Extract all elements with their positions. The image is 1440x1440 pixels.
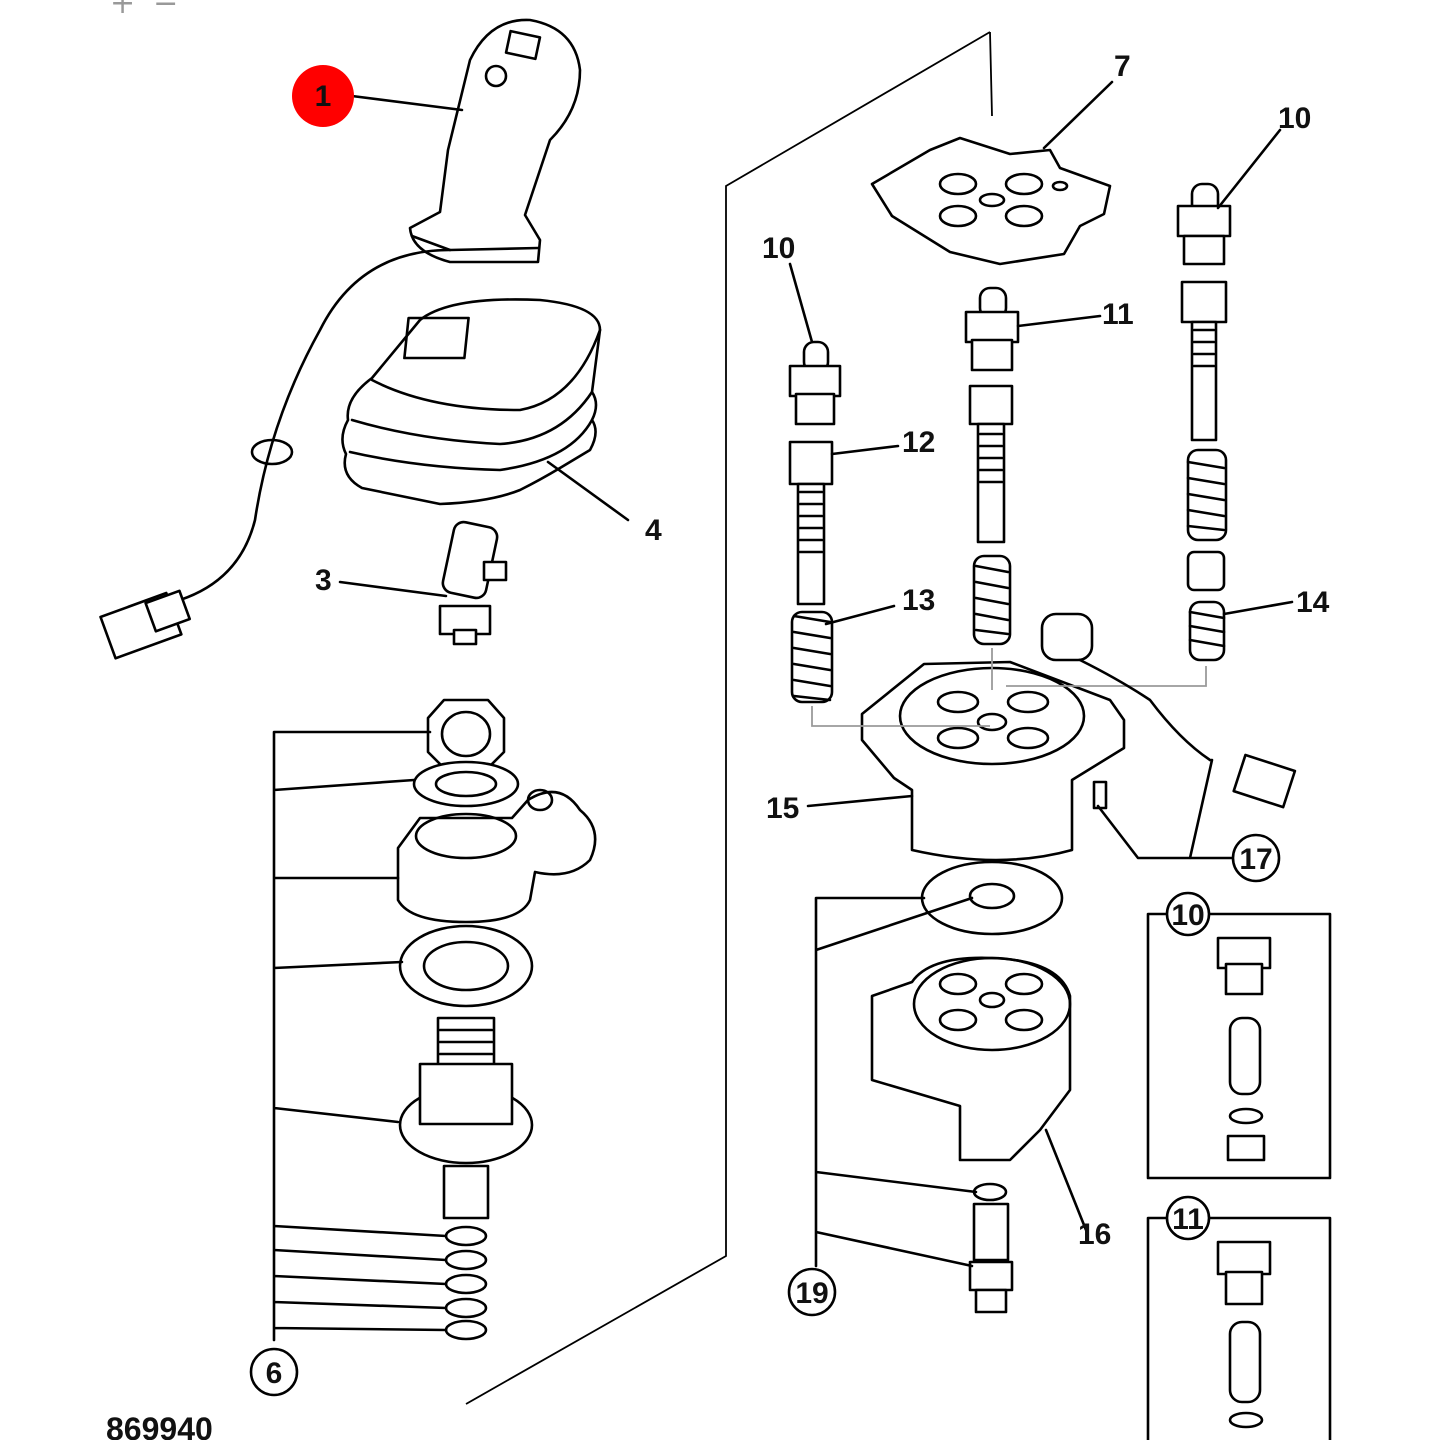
part-joystick-handle[interactable] xyxy=(99,18,582,660)
callout-4[interactable]: 4 xyxy=(645,514,662,547)
inset-part-11 xyxy=(1146,1216,1332,1440)
svg-text:10: 10 xyxy=(1171,899,1204,932)
plunger-column-right[interactable] xyxy=(1176,182,1232,662)
callout-10-inset[interactable]: 10 xyxy=(1165,891,1211,937)
callout-12[interactable]: 12 xyxy=(902,426,935,459)
drawing-number: 869940 xyxy=(106,1411,213,1440)
plunger-column-left[interactable] xyxy=(788,340,842,704)
part-rubber-boot[interactable] xyxy=(341,298,602,506)
callout-17[interactable]: 17 xyxy=(1231,833,1281,883)
part-pivot-pin[interactable] xyxy=(438,520,508,646)
inset-part-10 xyxy=(1146,912,1332,1180)
svg-text:11: 11 xyxy=(1172,1203,1204,1236)
callout-15[interactable]: 15 xyxy=(766,792,799,825)
part-gasket-plate[interactable] xyxy=(870,136,1112,266)
zoom-in-button[interactable]: + xyxy=(110,0,154,21)
callout-14[interactable]: 14 xyxy=(1296,586,1330,619)
callout-6[interactable]: 6 xyxy=(249,1347,299,1397)
callout-19[interactable]: 19 xyxy=(787,1267,837,1317)
callout-11-inset[interactable]: 11 xyxy=(1165,1195,1211,1241)
part-6-assembly[interactable] xyxy=(272,698,597,1342)
callout-11[interactable]: 11 xyxy=(1102,298,1134,331)
callout-10-right[interactable]: 10 xyxy=(1278,102,1311,135)
callout-7[interactable]: 7 xyxy=(1114,50,1131,83)
zoom-controls[interactable]: +− xyxy=(110,0,196,21)
leader-lines xyxy=(338,80,1294,1268)
svg-text:17: 17 xyxy=(1239,843,1272,876)
callout-13[interactable]: 13 xyxy=(902,584,935,617)
callout-1-highlight xyxy=(292,65,354,127)
part-lower-housing[interactable] xyxy=(870,956,1072,1314)
callout-1-number: 1 xyxy=(315,80,332,113)
assembly-frame xyxy=(465,31,993,1405)
svg-text:19: 19 xyxy=(795,1277,828,1310)
plunger-column-center[interactable] xyxy=(964,286,1020,646)
svg-text:6: 6 xyxy=(266,1357,283,1390)
callout-16[interactable]: 16 xyxy=(1078,1218,1111,1251)
callout-1[interactable]: 1 xyxy=(292,65,354,127)
callout-3[interactable]: 3 xyxy=(315,564,332,597)
zoom-out-button[interactable]: − xyxy=(153,0,197,21)
callout-10-left[interactable]: 10 xyxy=(762,232,795,265)
part-valve-body[interactable] xyxy=(811,612,1297,862)
